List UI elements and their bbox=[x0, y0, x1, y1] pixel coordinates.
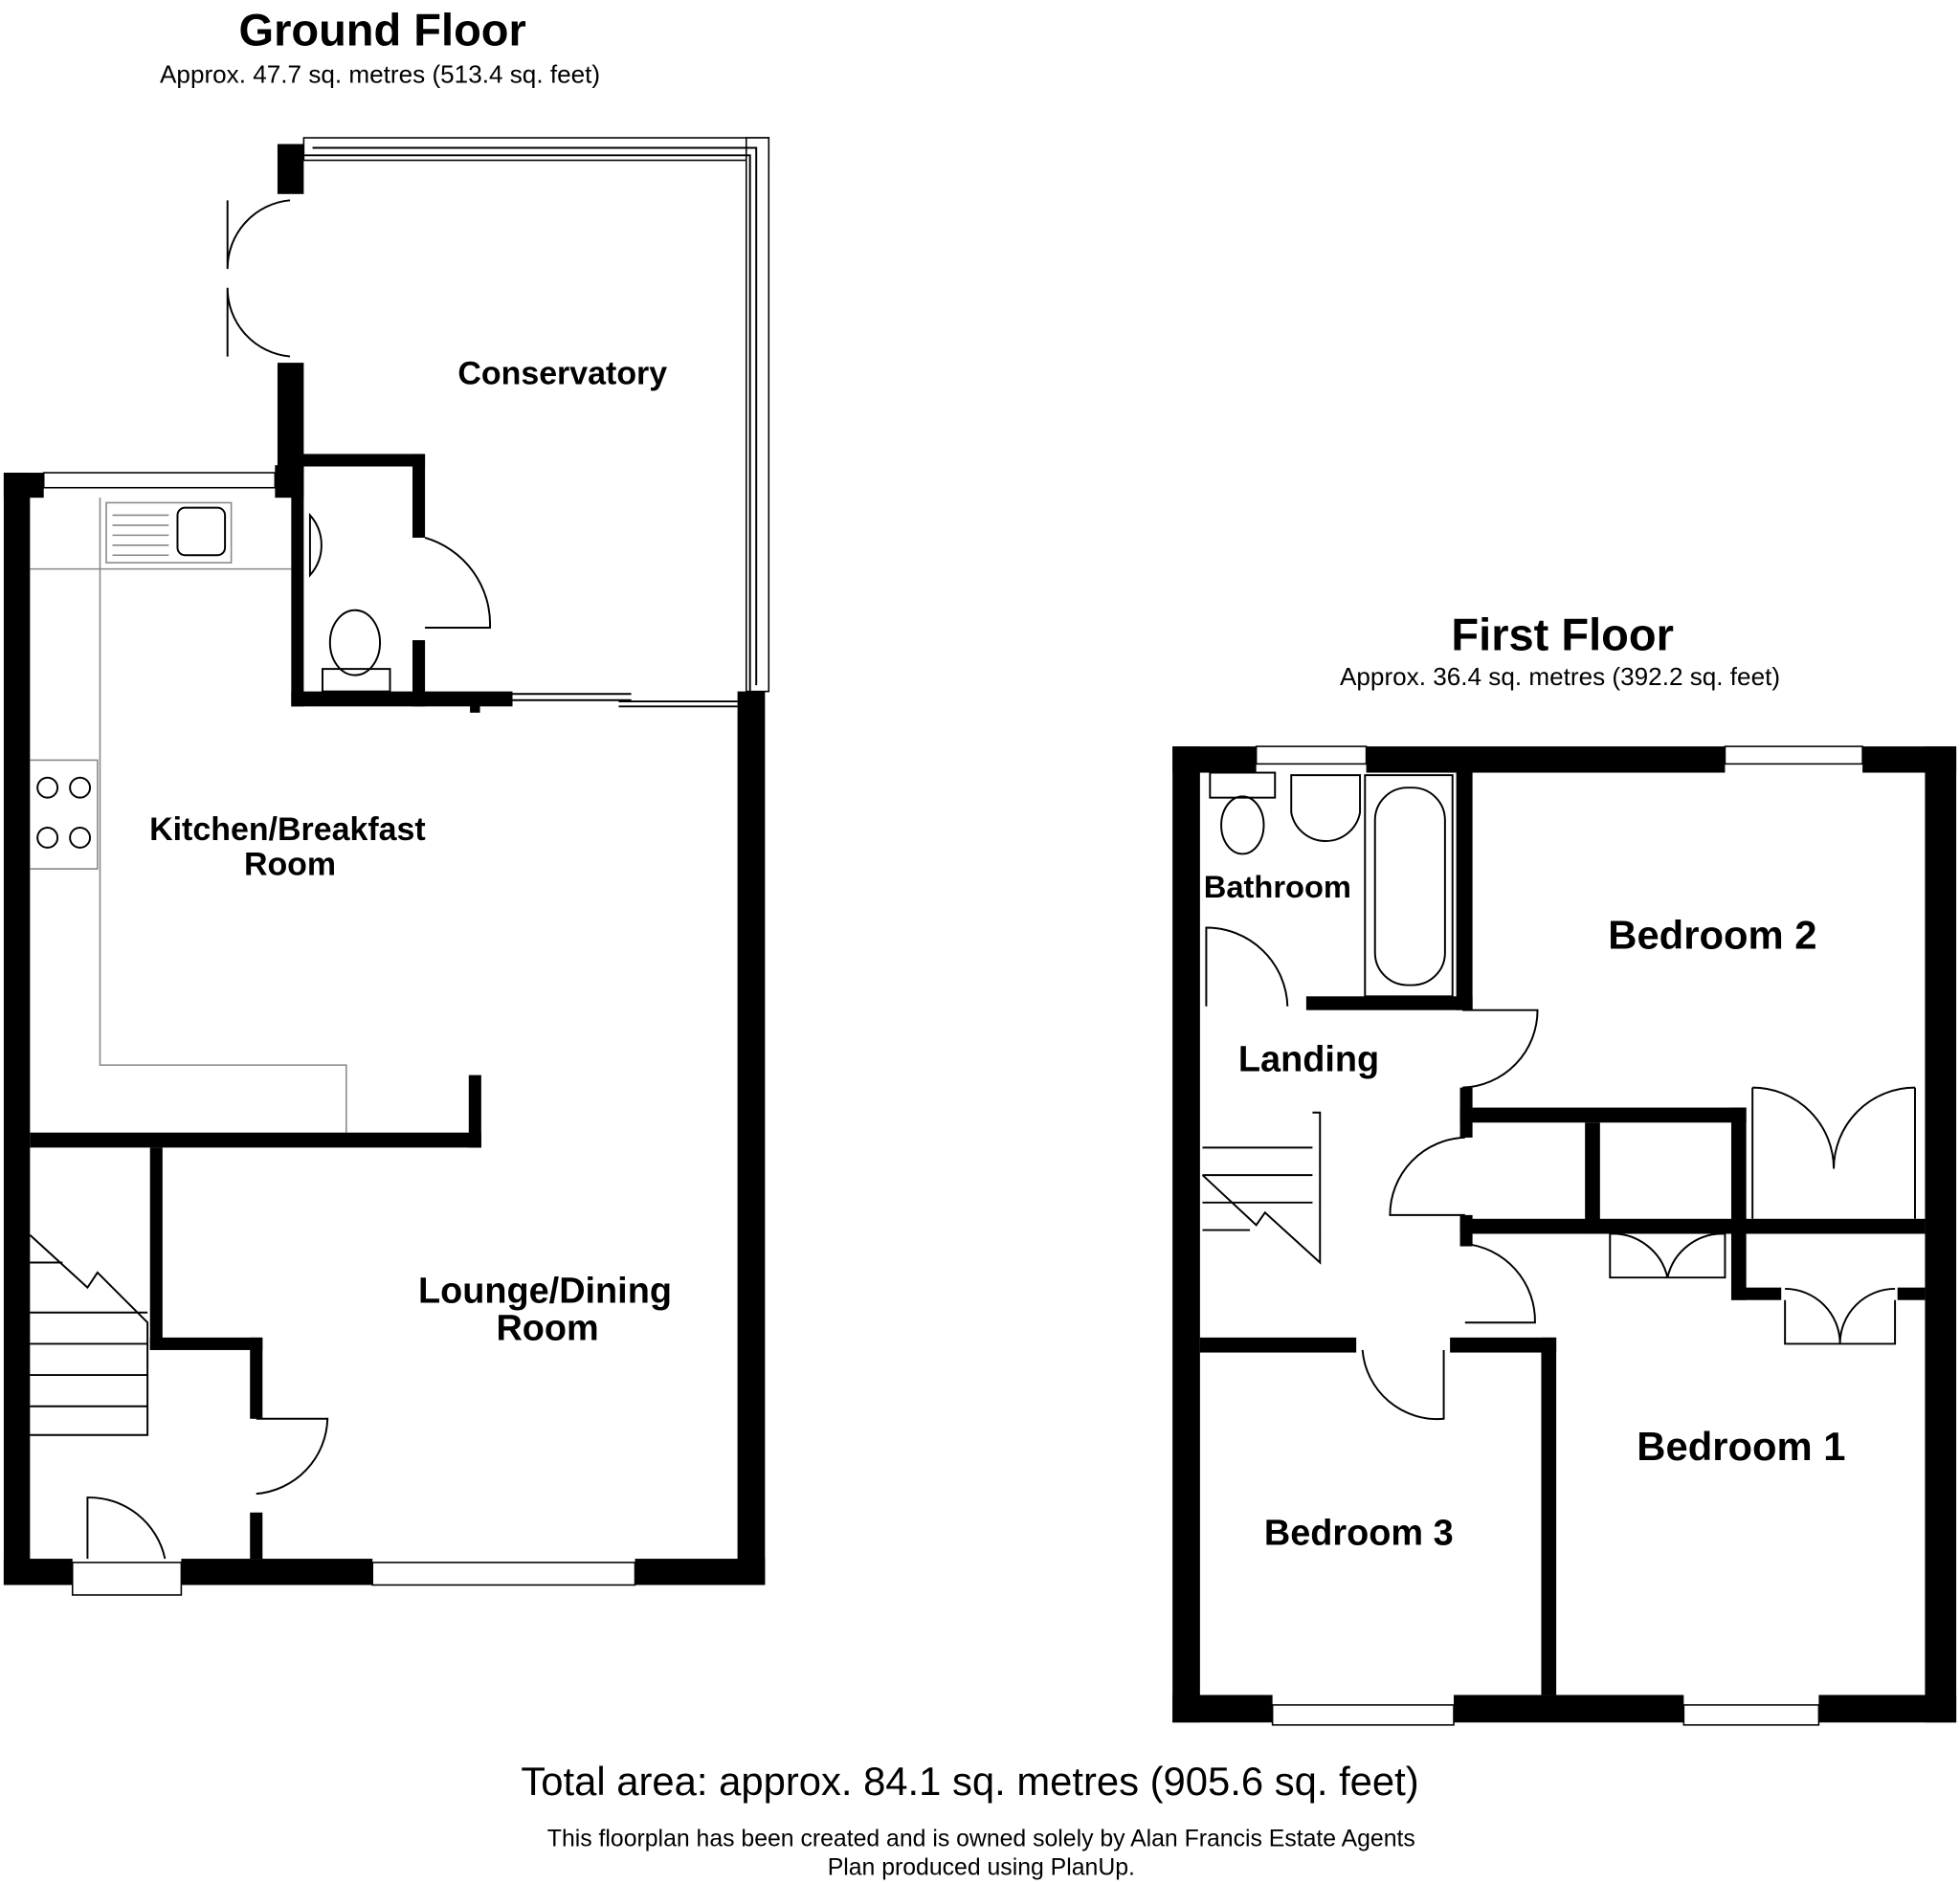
bedroom1-window bbox=[1682, 1704, 1820, 1726]
total-area: Total area: approx. 84.1 sq. metres (905… bbox=[521, 1759, 1418, 1804]
credit-line-1: This floorplan has been created and is o… bbox=[547, 1826, 1415, 1851]
kitchen-window bbox=[42, 472, 277, 489]
first-floor-area: Approx. 36.4 sq. metres (392.2 sq. feet) bbox=[1340, 662, 1780, 691]
wc-toilet-icon bbox=[328, 609, 382, 676]
sink-icon bbox=[105, 501, 233, 564]
room-label-conservatory: Conservatory bbox=[457, 355, 667, 391]
first-floor-plan: Bathroom Landing Bedroom 2 Bedroom 1 Bed… bbox=[1172, 745, 1957, 1726]
bedroom1-door bbox=[1464, 1242, 1536, 1324]
front-door bbox=[86, 1496, 167, 1560]
room-label-kitchen: Kitchen/Breakfast bbox=[149, 811, 426, 848]
room-label-lounge: Lounge/Dining bbox=[418, 1271, 672, 1311]
ground-floor-title: Ground Floor bbox=[239, 4, 526, 55]
wc-basin-icon bbox=[308, 512, 323, 578]
wardrobe-doors bbox=[1751, 1086, 1916, 1219]
room-label-landing: Landing bbox=[1238, 1040, 1379, 1080]
first-floor-title: First Floor bbox=[1451, 610, 1673, 660]
hob-icon bbox=[36, 776, 92, 849]
bedroom3-door bbox=[1361, 1349, 1445, 1421]
cupboard-door bbox=[1389, 1136, 1465, 1216]
credit-line-2: Plan produced using PlanUp. bbox=[828, 1855, 1135, 1881]
stairs bbox=[1201, 1111, 1322, 1265]
wc-door bbox=[424, 537, 491, 629]
bathroom-window bbox=[1255, 745, 1368, 765]
ground-floor-area: Approx. 47.7 sq. metres (513.4 sq. feet) bbox=[160, 60, 600, 89]
cupboard-doors bbox=[1609, 1232, 1726, 1279]
stairs bbox=[29, 1234, 149, 1436]
room-label-bedroom2: Bedroom 2 bbox=[1608, 913, 1816, 958]
basin-icon bbox=[1290, 774, 1362, 842]
hall-door bbox=[256, 1417, 329, 1496]
conservatory-window bbox=[302, 137, 770, 162]
bath-icon bbox=[1364, 774, 1454, 998]
bedroom3-window bbox=[1271, 1704, 1455, 1726]
lounge-window bbox=[371, 1562, 636, 1586]
front-door-step bbox=[71, 1562, 183, 1596]
ground-floor-plan: Conservatory Kitchen/Breakfast Room Loun… bbox=[3, 137, 770, 1596]
wardrobe-doors bbox=[1784, 1287, 1897, 1345]
bedroom2-window bbox=[1724, 745, 1863, 765]
bathroom-door bbox=[1205, 926, 1289, 1007]
sliding-door bbox=[512, 693, 738, 708]
room-label-bedroom1: Bedroom 1 bbox=[1637, 1424, 1845, 1469]
bedroom2-door bbox=[1462, 1008, 1539, 1089]
room-label-lounge-2: Room bbox=[496, 1309, 598, 1349]
toilet-icon bbox=[1220, 795, 1265, 855]
room-label-kitchen-2: Room bbox=[244, 847, 336, 883]
room-label-bedroom3: Bedroom 3 bbox=[1264, 1514, 1454, 1554]
room-label-bathroom: Bathroom bbox=[1204, 869, 1351, 904]
